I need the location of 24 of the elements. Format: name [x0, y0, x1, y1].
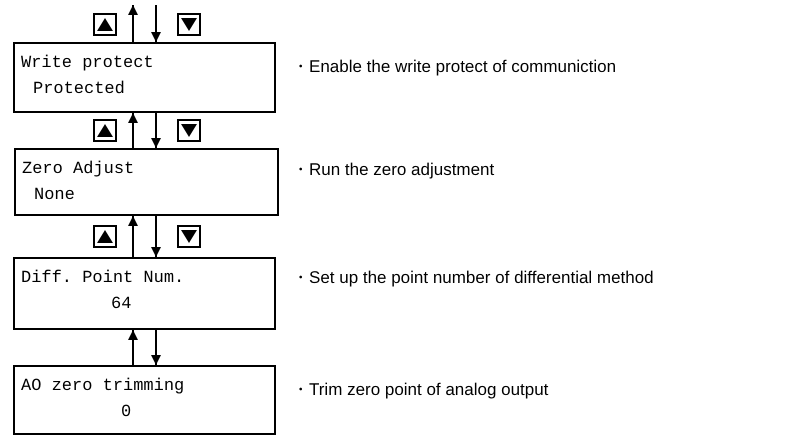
arrow — [151, 113, 161, 148]
description-text: ・Set up the point number of differential method — [292, 267, 655, 289]
setting-value: 64 — [110, 294, 132, 316]
description-text: ・Trim zero point of analog output — [292, 379, 550, 401]
description-text: ・Run the zero adjustment — [292, 159, 496, 181]
arrow — [151, 5, 161, 42]
arrow — [128, 330, 138, 365]
arrow — [128, 5, 138, 42]
setting-value: None — [33, 185, 75, 207]
arrow — [128, 113, 138, 148]
setting-name: Write protect — [21, 53, 154, 75]
menu-screen-box — [13, 42, 276, 113]
setting-value: Protected — [32, 79, 125, 101]
setting-value: 0 — [120, 402, 132, 424]
arrow — [151, 330, 161, 365]
menu-screen-box — [13, 257, 276, 330]
menu-screen-box — [13, 365, 276, 435]
menu-screen-box — [14, 148, 279, 216]
arrow — [151, 216, 161, 257]
setting-name: Zero Adjust — [22, 159, 134, 181]
setting-name: AO zero trimming — [21, 376, 184, 398]
description-text: ・Enable the write protect of communiction — [292, 56, 618, 78]
setting-name: Diff. Point Num. — [21, 268, 184, 290]
arrow — [128, 216, 138, 257]
